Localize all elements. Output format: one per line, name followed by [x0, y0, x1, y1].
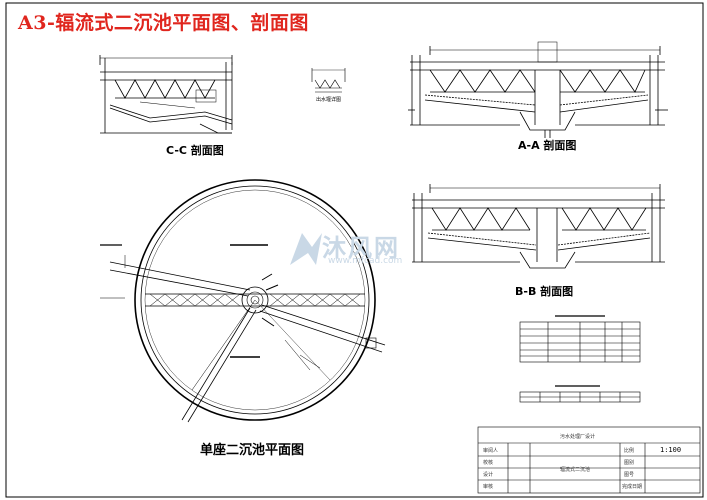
title-block-drawing-name: 辐流式二沉池 [560, 467, 591, 473]
watermark-brand: 沐风网 [322, 234, 400, 262]
title-block-project: 污水处理厂设计 [560, 434, 596, 440]
materials-table [519, 385, 641, 403]
caption-section-cc: C-C 剖面图 [166, 144, 224, 157]
weir-detail [311, 68, 346, 93]
title-block-row-1: 审阅人 [483, 448, 499, 454]
section-aa [408, 41, 668, 138]
sheet-border [5, 2, 704, 498]
section-bb [412, 184, 665, 269]
title-block-label-date: 完成日期 [622, 484, 643, 490]
watermark-logo-icon [290, 233, 322, 265]
caption-plan-view: 单座二沉池平面图 [200, 443, 305, 458]
section-cc [99, 55, 233, 134]
title-block-label-type: 图别 [624, 460, 635, 466]
title-block-row-4: 审核 [483, 484, 494, 490]
title-block-scale-value: 1:100 [660, 446, 682, 454]
caption-weir-detail: 出水堰详图 [316, 97, 342, 103]
title-block-label-scale: 比例 [624, 448, 635, 454]
drawing-title: A3-辐流式二沉池平面图、剖面图 [18, 12, 309, 34]
watermark-url: www.mfcad.com [328, 256, 403, 266]
caption-section-aa: A-A 剖面图 [518, 139, 577, 152]
caption-section-bb: B-B 剖面图 [515, 285, 574, 298]
equipment-table [519, 315, 641, 363]
title-block [477, 426, 701, 494]
title-block-row-2: 校核 [483, 460, 494, 466]
title-block-row-3: 设计 [483, 472, 494, 478]
title-block-label-number: 图号 [624, 472, 635, 478]
plan-view [100, 179, 386, 423]
